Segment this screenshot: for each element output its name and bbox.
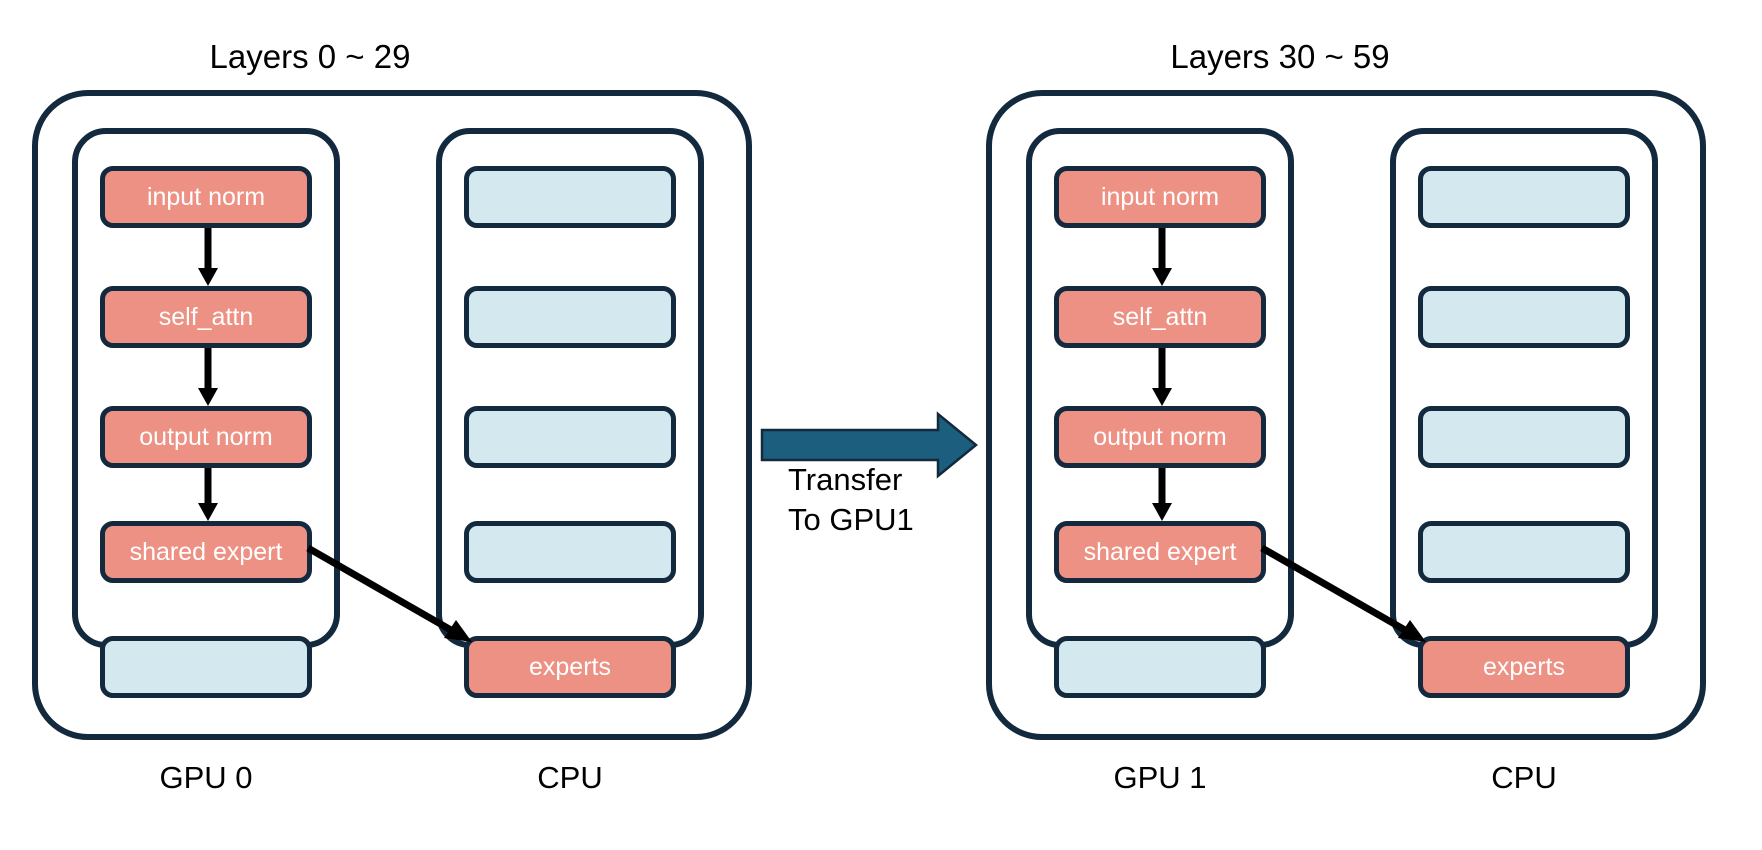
flow-arrow-gpu0-1 [198, 228, 218, 286]
transfer-arrow [760, 411, 978, 479]
block-label: input norm [146, 182, 266, 211]
flow-arrow-gpu1-2 [1152, 348, 1172, 406]
block-cpu-right-slot-2[interactable] [1418, 286, 1630, 348]
group-title-right: Layers 30 ~ 59 [1170, 38, 1390, 75]
block-label: input norm [1100, 182, 1220, 211]
block-label: output norm [139, 422, 273, 451]
label-cpu-right: CPU [1491, 760, 1557, 795]
block-cpu-right-slot-4[interactable] [1418, 521, 1630, 583]
block-gpu1-self-attn[interactable]: self_attn [1054, 286, 1266, 348]
block-cpu-left-slot-3[interactable] [464, 406, 676, 468]
offload-arrow-left [306, 544, 472, 642]
block-label: output norm [1093, 422, 1227, 451]
block-gpu0-input-norm[interactable]: input norm [100, 166, 312, 228]
block-label: self_attn [1112, 302, 1208, 331]
label-cpu-left: CPU [537, 760, 603, 795]
label-gpu-1: GPU 1 [1113, 760, 1207, 795]
group-title-left: Layers 0 ~ 29 [209, 38, 411, 75]
label-gpu-0: GPU 0 [159, 760, 253, 795]
flow-arrow-gpu0-2 [198, 348, 218, 406]
block-cpu-right-experts[interactable]: experts [1418, 636, 1630, 698]
block-cpu-left-experts[interactable]: experts [464, 636, 676, 698]
flow-arrow-gpu1-1 [1152, 228, 1172, 286]
block-cpu-left-slot-1[interactable] [464, 166, 676, 228]
block-cpu-right-slot-1[interactable] [1418, 166, 1630, 228]
block-gpu1-output-norm[interactable]: output norm [1054, 406, 1266, 468]
block-gpu0-output-norm[interactable]: output norm [100, 406, 312, 468]
block-label: experts [1483, 652, 1565, 681]
block-gpu0-empty-slot[interactable] [100, 636, 312, 698]
block-label: shared expert [129, 537, 283, 566]
flow-arrow-gpu1-3 [1152, 468, 1172, 521]
block-label: self_attn [158, 302, 254, 331]
block-gpu1-input-norm[interactable]: input norm [1054, 166, 1266, 228]
block-cpu-left-slot-2[interactable] [464, 286, 676, 348]
block-cpu-right-slot-3[interactable] [1418, 406, 1630, 468]
block-gpu1-shared-expert[interactable]: shared expert [1054, 521, 1266, 583]
block-label: experts [529, 652, 611, 681]
block-gpu0-self-attn[interactable]: self_attn [100, 286, 312, 348]
flow-arrow-gpu0-3 [198, 468, 218, 521]
block-cpu-left-slot-4[interactable] [464, 521, 676, 583]
block-gpu0-shared-expert[interactable]: shared expert [100, 521, 312, 583]
block-label: shared expert [1083, 537, 1237, 566]
transfer-label: Transfer To GPU1 [788, 462, 914, 537]
offload-arrow-right [1260, 544, 1426, 642]
block-gpu1-empty-slot[interactable] [1054, 636, 1266, 698]
